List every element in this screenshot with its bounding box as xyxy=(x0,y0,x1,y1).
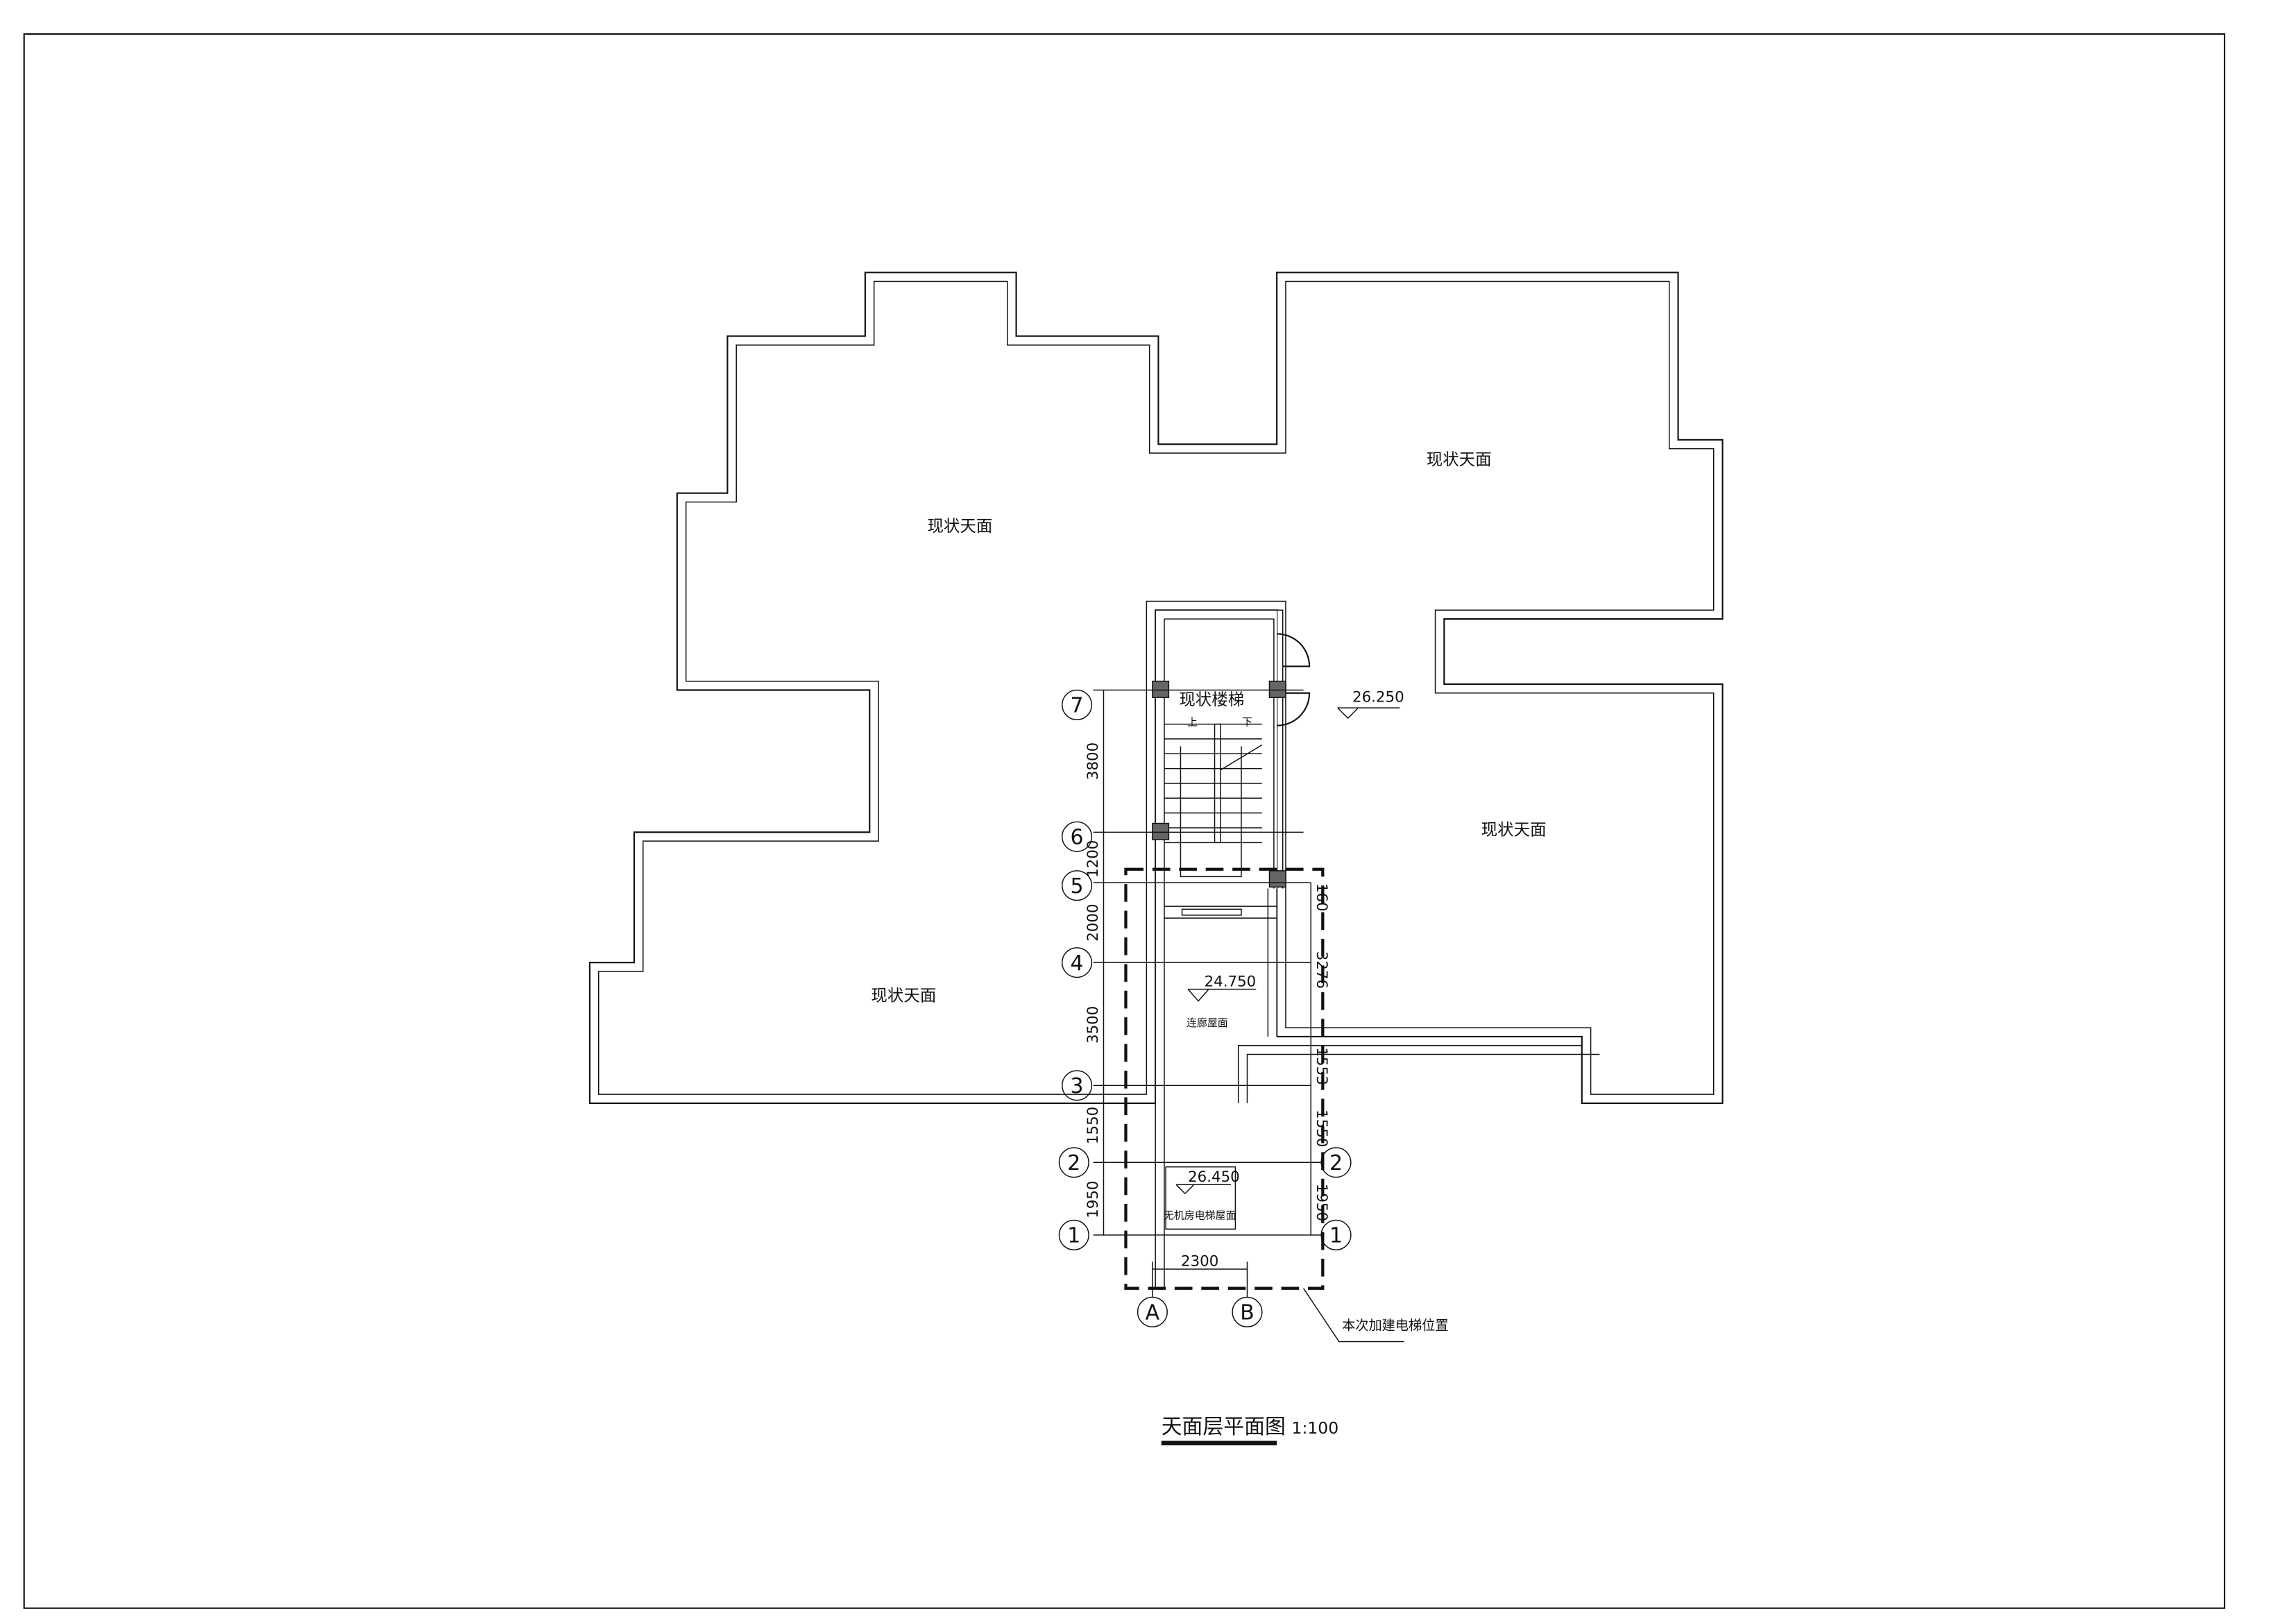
dim-right: 1550 xyxy=(1313,1110,1330,1147)
dim-right: 1950 xyxy=(1313,1184,1330,1221)
dimensions: 3800 1200 2000 3500 1550 1950 160 3276 1… xyxy=(1085,742,1330,1271)
dim-left: 1550 xyxy=(1085,1107,1102,1144)
dim-right: 3276 xyxy=(1313,951,1330,989)
column xyxy=(1268,870,1286,888)
axis-3: 3 xyxy=(1071,1074,1084,1098)
dim-left: 3500 xyxy=(1085,1006,1102,1044)
dim-left: 2000 xyxy=(1085,903,1102,941)
axis-b: B xyxy=(1240,1301,1255,1325)
axis-a: A xyxy=(1146,1301,1160,1325)
axis-6: 6 xyxy=(1071,825,1084,849)
elevation-marks: 26.250 24.750 26.450 xyxy=(1175,689,1404,1195)
column xyxy=(1152,822,1170,840)
drawing-title: 天面层平面图 xyxy=(1162,1415,1286,1439)
elevation-elevator: 26.450 xyxy=(1188,1169,1240,1186)
sheet-border xyxy=(23,33,2226,1609)
dim-right: 160 xyxy=(1313,883,1330,912)
axis-7: 7 xyxy=(1071,694,1084,718)
dim-left: 1200 xyxy=(1085,840,1102,878)
axis-bubbles: 7 6 5 4 3 2 1 2 1 A B xyxy=(1058,689,1352,1327)
stair-treads xyxy=(1164,723,1263,878)
axis-4: 4 xyxy=(1071,951,1084,976)
stair-up-label: 上 xyxy=(1187,716,1198,729)
dim-bottom: 2300 xyxy=(1181,1253,1218,1271)
existing-roof-label: 现状天面 xyxy=(928,516,993,536)
existing-roof-label: 现状天面 xyxy=(1481,820,1547,840)
new-elevator-note: 本次加建电梯位置 xyxy=(1342,1317,1449,1333)
grid-lines xyxy=(1093,689,1322,1298)
axis-2-right: 2 xyxy=(1329,1151,1343,1175)
stair-label: 现状楼梯 xyxy=(1179,690,1244,709)
axis-2: 2 xyxy=(1067,1151,1080,1175)
existing-roof-label: 现状天面 xyxy=(1427,450,1492,469)
elevation-corridor: 24.750 xyxy=(1205,973,1257,990)
corridor-roof-label: 连廊屋面 xyxy=(1187,1017,1228,1029)
axis-1-right: 1 xyxy=(1329,1224,1343,1248)
existing-roof-label: 现状天面 xyxy=(871,986,936,1005)
column xyxy=(1268,680,1286,698)
stair-down-label: 下 xyxy=(1242,716,1252,729)
dim-left: 1950 xyxy=(1085,1180,1102,1218)
elevation-roof: 26.250 xyxy=(1352,689,1404,706)
elevator-roof-label: 无机房电梯屋面 xyxy=(1164,1209,1236,1221)
elevator-roof-box xyxy=(1165,1166,1236,1230)
new-elevator-boundary xyxy=(1124,867,1325,1290)
column xyxy=(1152,680,1170,698)
drawing-scale: 1:100 xyxy=(1292,1418,1339,1438)
axis-1: 1 xyxy=(1067,1224,1080,1248)
axis-5: 5 xyxy=(1071,874,1084,899)
dim-left: 3800 xyxy=(1085,742,1102,780)
dim-right: 1553 xyxy=(1313,1047,1330,1085)
existing-roof xyxy=(588,271,1724,1104)
